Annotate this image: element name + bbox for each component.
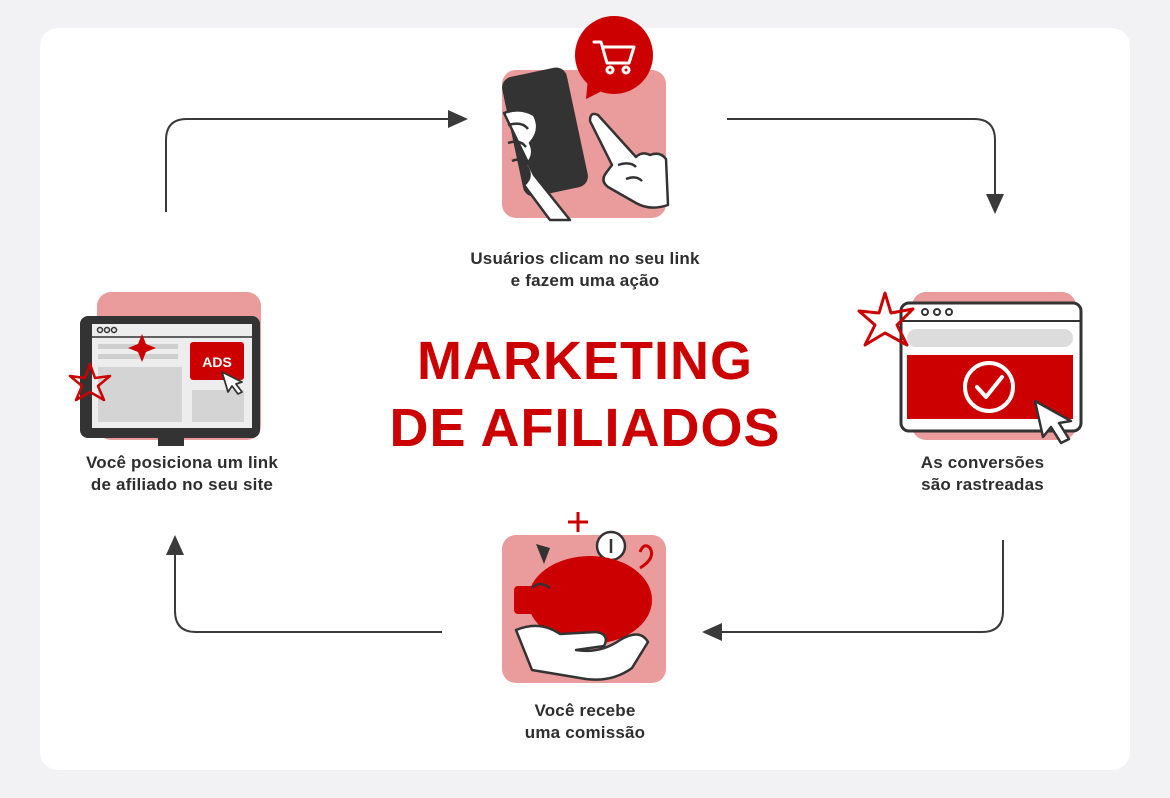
piggy-body xyxy=(528,556,652,644)
cart-bubble xyxy=(575,16,653,94)
holding-hand xyxy=(502,109,572,222)
sparkle-icon xyxy=(128,334,156,362)
monitor-stand xyxy=(158,438,184,446)
step-tracked-caption: As conversões são rastreadas xyxy=(920,453,1045,494)
cursor-icon xyxy=(1033,399,1073,445)
arrowhead-place xyxy=(166,535,184,555)
plus-icon xyxy=(568,512,588,532)
arrowhead-tracked xyxy=(986,194,1004,214)
arrowhead-commission xyxy=(702,623,722,641)
ads-banner xyxy=(190,342,244,380)
title-line-1: MARKETING xyxy=(417,331,753,391)
ads-label: ADS xyxy=(202,354,232,370)
url-bar xyxy=(907,329,1073,347)
browser-check-icon xyxy=(857,291,1083,445)
arrow-click-to-tracked xyxy=(727,118,996,198)
arrow-tracked-to-commission xyxy=(720,540,1004,633)
piggy-bank-icon xyxy=(514,512,654,681)
monitor-ads-icon: ADS xyxy=(68,316,260,446)
star-icon xyxy=(857,291,915,347)
arrow-place-to-click xyxy=(165,118,450,212)
star-icon xyxy=(68,362,112,402)
shopping-cart-icon xyxy=(592,40,636,75)
cursor-icon xyxy=(221,371,243,395)
arrow-commission-to-place xyxy=(174,552,442,633)
step-commission-caption: Você recebe uma comissão xyxy=(524,701,646,742)
arrowhead-click xyxy=(448,110,468,128)
diagram-title: MARKETING DE AFILIADOS xyxy=(300,328,870,462)
step-place-caption: Você posiciona um link de afiliado no se… xyxy=(85,453,279,494)
pointing-hand xyxy=(588,112,670,209)
open-hand xyxy=(514,624,650,681)
step-click-caption: Usuários clicam no seu link e fazem uma … xyxy=(470,249,700,290)
check-circle-icon xyxy=(963,361,1015,413)
phone-tap-icon xyxy=(502,16,670,222)
title-line-2: DE AFILIADOS xyxy=(389,398,781,458)
